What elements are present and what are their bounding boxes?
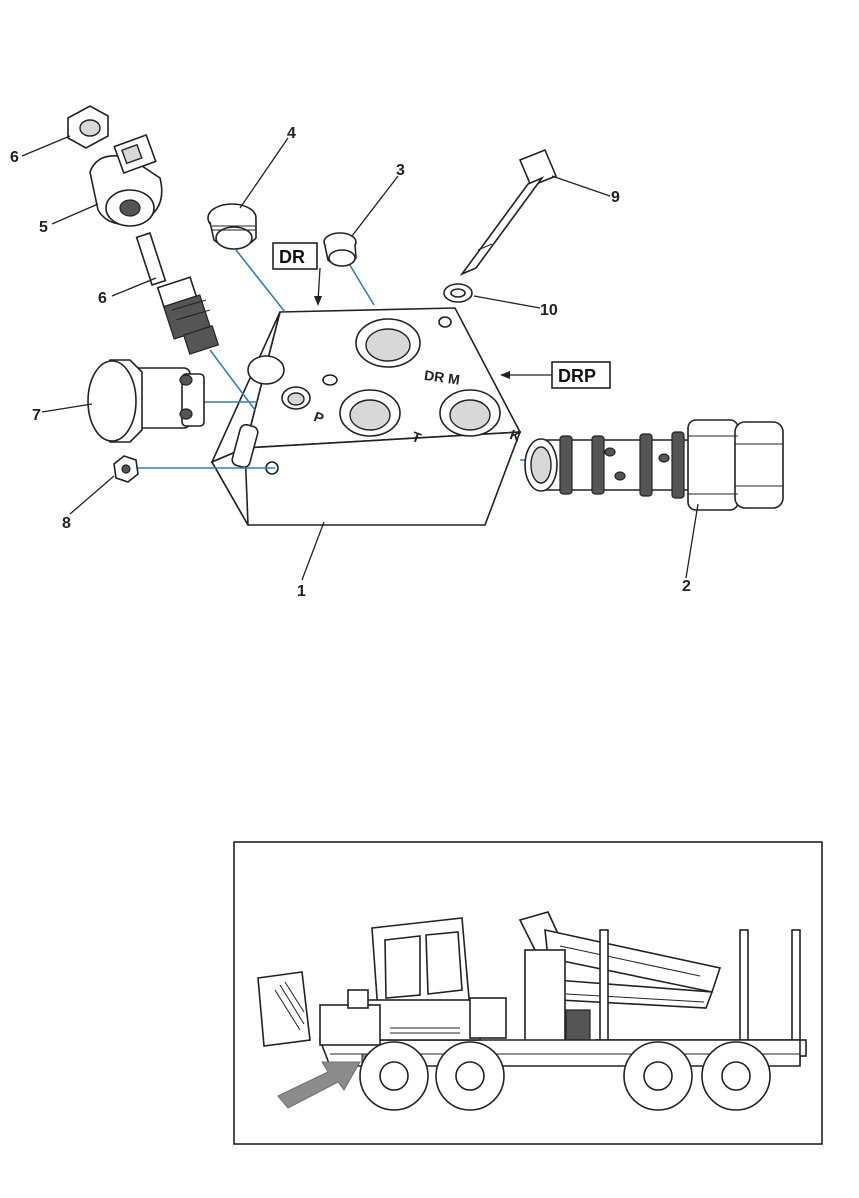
part-4-plug [207, 203, 257, 250]
callout-9: 9 [611, 189, 620, 206]
callout-2: 2 [682, 578, 691, 595]
part-6-nut [67, 105, 109, 149]
valve-block [210, 307, 522, 526]
callout-8: 8 [62, 515, 71, 532]
callout-1: 1 [297, 583, 306, 600]
assembly-lines [136, 249, 540, 469]
part-10-washer [443, 283, 473, 303]
part-2-cartridge [524, 419, 784, 511]
part-3-plug [323, 232, 357, 267]
svg-text:DR: DR [279, 247, 305, 267]
label-drp: DRP [551, 361, 611, 389]
callout-3: 3 [396, 162, 405, 179]
callout-6-top: 6 [10, 149, 19, 166]
svg-text:DRP: DRP [558, 366, 596, 386]
callout-7: 7 [32, 407, 41, 424]
callout-6-cartridge: 6 [98, 290, 107, 307]
part-9-bolt [459, 148, 558, 276]
machine-location-panel [233, 841, 823, 1145]
callout-leaders [21, 135, 699, 581]
label-dr: DR [272, 242, 318, 270]
part-8-plug [113, 455, 139, 483]
part-5-coil [89, 134, 163, 227]
callout-5: 5 [39, 219, 48, 236]
location-arrow [277, 1061, 361, 1109]
callout-10: 10 [540, 302, 558, 319]
port-label-drm: DR M [423, 367, 461, 388]
callout-4: 4 [287, 125, 296, 142]
part-6-cartridge [135, 232, 220, 355]
wheels [359, 1041, 771, 1111]
part-7-plug [87, 359, 205, 443]
